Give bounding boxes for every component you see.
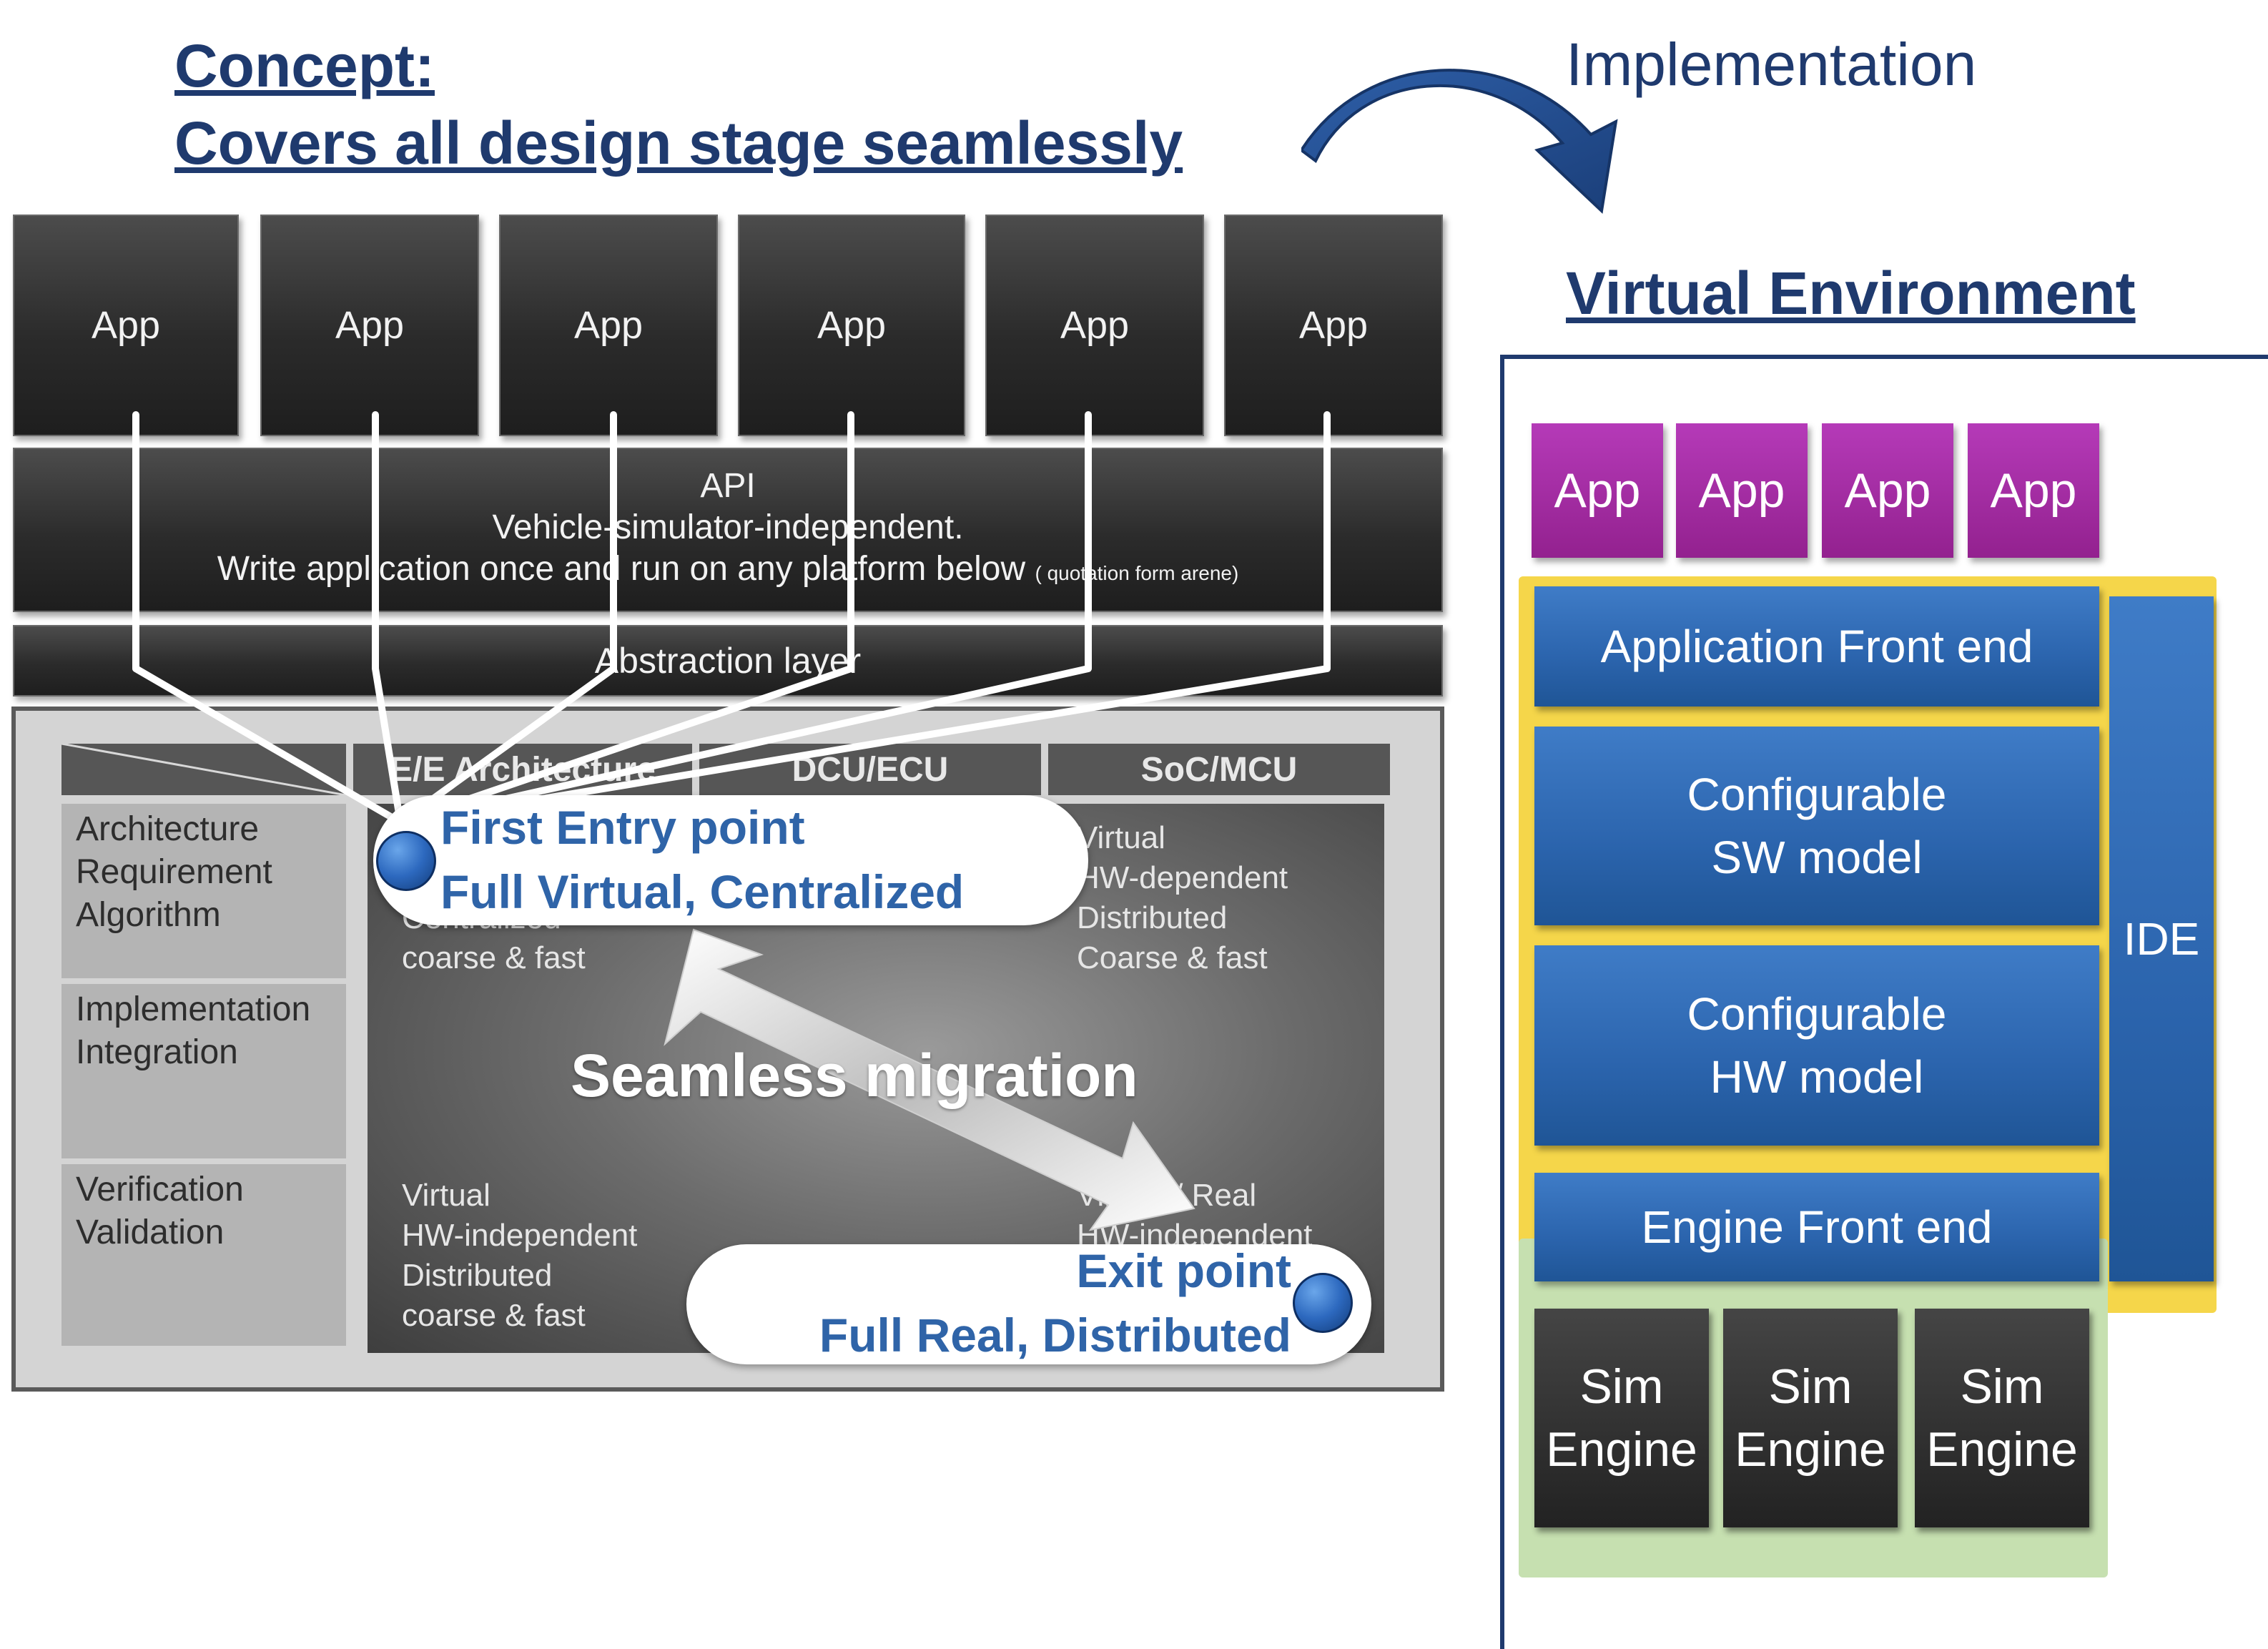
api-note: ( quotation form arene) (1035, 562, 1239, 584)
app-box-6: App (1224, 215, 1443, 436)
first-entry-point-title: First Entry point (440, 801, 805, 854)
configurable-hw-model: Configurable HW model (1534, 945, 2099, 1146)
sim-engine-1: Sim Engine (1534, 1309, 1709, 1527)
implementation-arrow (1301, 69, 1618, 215)
virtual-environment-frame (1500, 355, 2268, 1649)
column-header-soc-mcu: SoC/MCU (1048, 744, 1390, 795)
app-box-1: App (13, 215, 239, 436)
virtual-environment-title: Virtual Environment (1566, 260, 2136, 327)
ve-app-box-3: App (1822, 423, 1953, 558)
column-header-dcu-ecu: DCU/ECU (699, 744, 1041, 795)
api-description-text: Write application once and run on any pl… (217, 550, 1026, 588)
sim-engine-3: Sim Engine (1915, 1309, 2089, 1527)
abstraction-layer: Abstraction layer (13, 625, 1443, 696)
ve-app-box-2: App (1676, 423, 1808, 558)
ide-box: IDE (2109, 596, 2214, 1281)
implementation-label: Implementation (1566, 31, 1977, 98)
cell-verification-ee: Virtual HW-independent Distributed coars… (402, 1178, 638, 1333)
ve-app-box-1: App (1532, 423, 1663, 558)
exit-point-subtitle: Full Real, Distributed (819, 1309, 1291, 1362)
connector-app-5 (397, 411, 1092, 826)
api-title: API (700, 467, 756, 505)
concept-title: Concept: Covers all design stage seamles… (174, 27, 1183, 182)
app-box-5: App (985, 215, 1204, 436)
ve-app-box-4: App (1968, 423, 2099, 558)
configurable-sw-model: Configurable SW model (1534, 727, 2099, 925)
row-label-architecture: Architecture Requirement Algorithm (61, 804, 346, 978)
app-connector-lines (132, 411, 1331, 826)
api-layer: API Vehicle-simulator-independent. Write… (13, 448, 1443, 612)
application-front-end: Application Front end (1534, 586, 2099, 707)
exit-point-title: Exit point (1076, 1244, 1291, 1297)
matrix-corner-cell (61, 744, 346, 795)
row-label-verification: Verification Validation (61, 1164, 346, 1346)
app-box-2: App (260, 215, 479, 436)
connector-app-1 (132, 411, 404, 826)
api-description: Write application once and run on any pl… (217, 548, 1239, 594)
api-subtitle: Vehicle-simulator-independent. (492, 508, 964, 546)
connector-app-3 (397, 411, 617, 826)
connector-app-2 (372, 411, 404, 826)
concept-title-line1: Concept: (174, 32, 435, 99)
row-label-implementation: Implementation Integration (61, 984, 346, 1158)
cell-architecture-soc: Virtual HW-dependent Distributed Coarse … (1077, 820, 1288, 975)
app-box-3: App (499, 215, 718, 436)
exit-point-bubble (686, 1244, 1371, 1364)
exit-point-label: Exit point Full Real, Distributed (715, 1239, 1291, 1367)
concept-title-line2: Covers all design stage seamlessly (174, 109, 1183, 177)
seamless-migration-label: Seamless migration (571, 1042, 1138, 1109)
exit-point-marker (1293, 1273, 1353, 1333)
seamless-migration-arrow (664, 928, 1195, 1231)
engine-front-end: Engine Front end (1534, 1173, 2099, 1281)
first-entry-point-bubble (373, 795, 1088, 925)
connector-app-6 (397, 411, 1331, 826)
connector-app-4 (397, 411, 854, 826)
app-box-4: App (738, 215, 965, 436)
first-entry-point-subtitle: Full Virtual, Centralized (440, 865, 965, 918)
first-entry-point-label: First Entry point Full Virtual, Centrali… (440, 795, 964, 924)
first-entry-point-marker (376, 831, 436, 891)
sim-engine-2: Sim Engine (1723, 1309, 1898, 1527)
